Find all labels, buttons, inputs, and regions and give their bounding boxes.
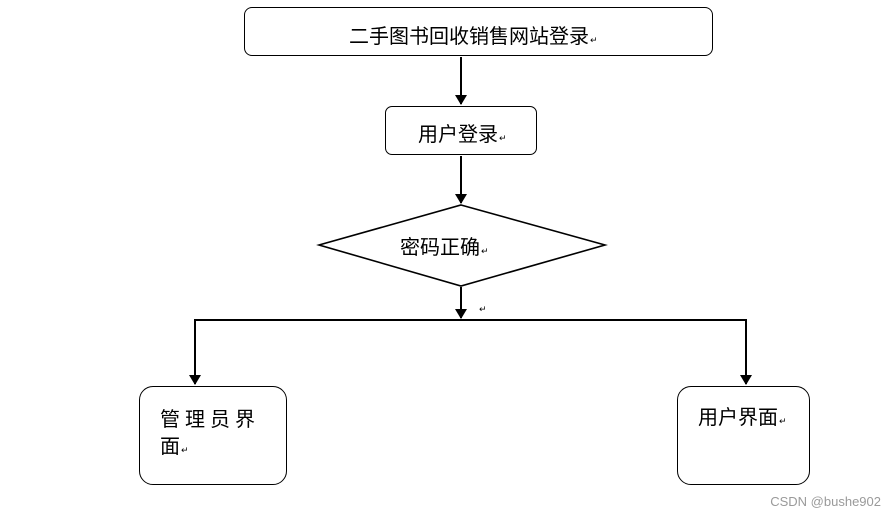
user-login-node: 用户登录↵ [385, 106, 537, 155]
paragraph-mark: ↵ [590, 36, 598, 46]
user-page-label: 用户界面↵ [698, 405, 787, 429]
paragraph-mark: ↵ [499, 134, 507, 144]
title-node: 二手图书回收销售网站登录↵ [244, 7, 713, 56]
admin-page-node: 管理员界 面↵ [139, 386, 287, 485]
decision-diamond [316, 204, 608, 287]
paragraph-mark: ↵ [481, 247, 489, 257]
title-label: 二手图书回收销售网站登录↵ [349, 24, 598, 48]
user-page-node: 用户界面↵ [677, 386, 810, 485]
paragraph-mark: ↵ [779, 417, 787, 427]
paragraph-mark: ↵ [181, 446, 189, 456]
paragraph-mark: ↵ [479, 305, 487, 315]
user-login-label: 用户登录↵ [418, 122, 507, 146]
watermark-text: CSDN @bushe902 [770, 494, 881, 509]
admin-page-label-line2: 面↵ [160, 434, 189, 458]
admin-page-label-line1: 管理员界 [160, 407, 260, 431]
password-check-label: 密码正确↵ [400, 235, 489, 259]
